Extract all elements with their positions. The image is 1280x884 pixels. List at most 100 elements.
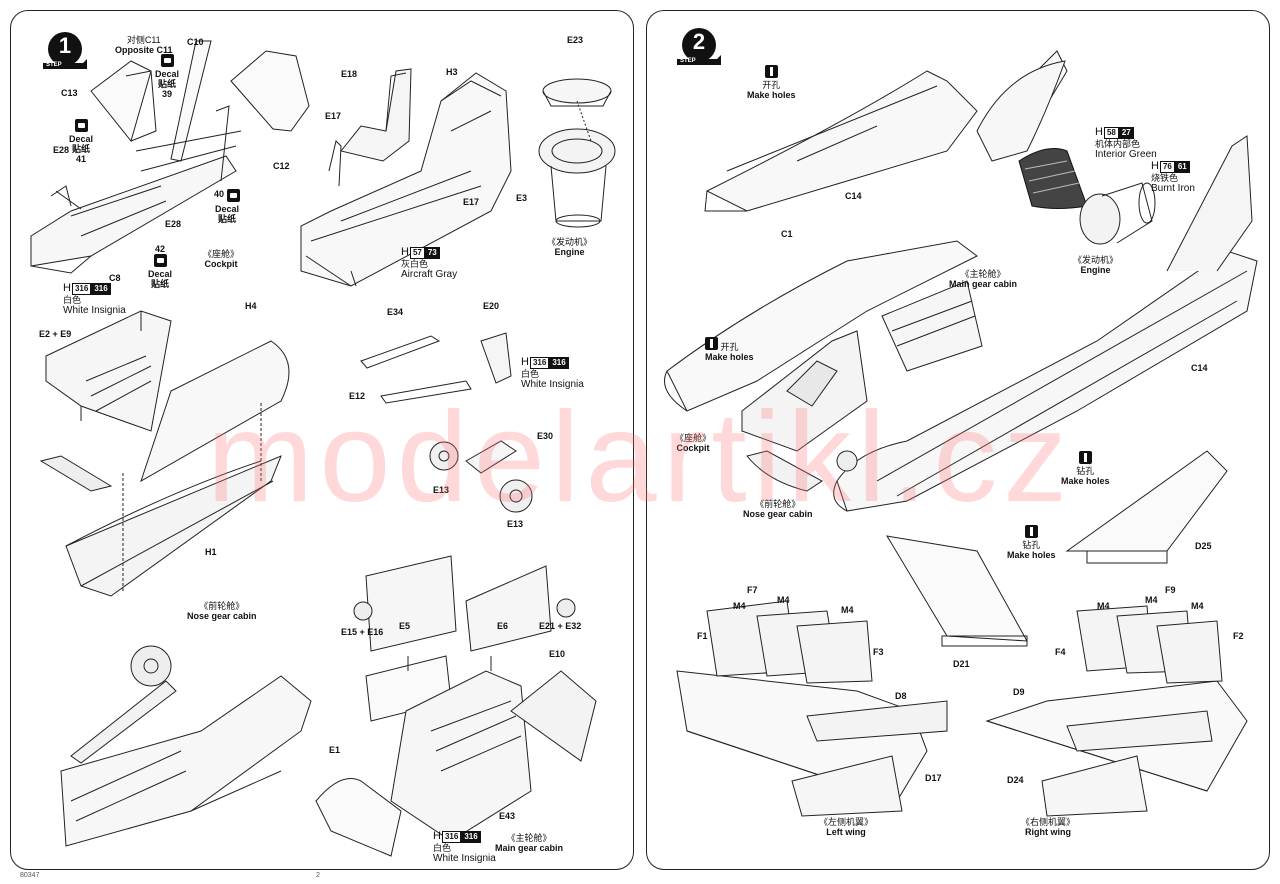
caption-left-wing-cn: 《左侧机翼》 [819,817,874,827]
engine-nozzle-drawing [1079,182,1156,245]
caption-nose-gear: 《前轮舱》Nose gear cabin [187,601,257,621]
part-M4e: M4 [1145,595,1158,605]
caption-cockpit-2-cn: 《座舱》 [675,433,712,443]
caption-right-wing: 《右侧机翼》Right wing [1021,817,1075,837]
caption-right-wing-cn: 《右侧机翼》 [1021,817,1076,827]
paint-en: White Insignia [63,305,126,316]
part-E28b: E28 [165,219,182,229]
caption-nose-gear-2-cn: 《前轮舱》 [755,499,801,509]
paint-en: Burnt Iron [1151,183,1195,194]
caption-engine-en: Engine [554,247,585,257]
decal-41-en: Decal [69,134,94,144]
part-D9: D9 [1013,687,1025,697]
caption-right-wing-en: Right wing [1025,827,1071,837]
interior-green-insert [1018,148,1088,209]
paint-en: White Insignia [521,379,584,390]
caption-engine-2-en: Engine [1080,265,1111,275]
decal-41-num: 41 [76,154,87,164]
caption-main-gear-2: 《主轮舱》Main gear cabin [949,269,1017,289]
part-F2: F2 [1233,631,1244,641]
caption-cockpit-2: 《座舱》Cockpit [675,433,711,453]
part-F7: F7 [747,585,758,595]
part-M4d: M4 [1097,601,1110,611]
caption-main-gear-2-cn: 《主轮舱》 [960,269,1006,279]
paint-code: 316 [441,831,462,843]
part-H3: H3 [446,67,458,77]
drill-icon [764,65,778,78]
step2-badge: 2 STEP [677,25,721,69]
part-E30: E30 [537,431,554,441]
part-D24: D24 [1007,775,1024,785]
decal-icon [160,54,174,67]
drill-icon [1078,451,1092,464]
caption-cockpit-en: Cockpit [204,259,238,269]
decal-icon [153,254,167,267]
part-H1: H1 [205,547,217,557]
part-E21E32: E21 + E32 [539,621,582,631]
decal-39-num: 39 [162,89,173,99]
cockpit-section-drawing [741,280,983,492]
part-H4: H4 [245,301,257,311]
part-C12: C12 [273,161,290,171]
caption-main-gear-en: Main gear cabin [495,843,564,853]
part-C11-cn: 对侧C11 [126,35,161,45]
make-holes-2-cn: 开孔 [720,342,739,352]
paint-alt-code: 316 [549,357,569,369]
caption-engine-cn: 《发动机》 [547,237,593,247]
paint-en: Interior Green [1095,149,1157,160]
paint-alt-code: 73 [424,247,440,259]
part-M4f: M4 [1191,601,1204,611]
part-E17b: E17 [463,197,480,207]
part-E12: E12 [349,391,366,401]
caption-left-wing: 《左侧机翼》Left wing [819,817,873,837]
paint-en: Aircraft Gray [401,269,458,280]
part-E6: E6 [497,621,509,631]
make-holes-1-cn: 开孔 [762,80,781,90]
caption-left-wing-en: Left wing [826,827,866,837]
drill-icon [1024,525,1038,538]
decal-40-num: 40 [214,189,225,199]
part-M4a: M4 [733,601,746,611]
decal-41-cn: 贴纸 [72,144,91,154]
make-holes-1-en: Make holes [747,90,796,100]
decal-icon [227,189,241,202]
part-E13b: E13 [507,519,524,529]
footer-code: 80347 [20,872,40,879]
part-E15E16: E15 + E16 [341,627,384,637]
caption-engine: 《发动机》Engine [547,237,592,257]
decal-40-en: Decal [214,204,240,214]
paint-h-letter: H [401,246,409,258]
part-E3: E3 [516,193,528,203]
step2-label: STEP [680,58,696,64]
paint-cn: 白色 [63,295,82,305]
paint-cn: 白色 [433,843,452,853]
caption-main-gear-2-en: Main gear cabin [949,279,1018,289]
part-E28a: E28 [53,145,70,155]
part-F3: F3 [873,647,884,657]
make-holes-4-cn: 钻孔 [1022,540,1041,550]
paint-h-letter: H [1151,160,1159,172]
part-F4: F4 [1055,647,1066,657]
paint-alt-code: 27 [1118,127,1134,139]
part-D8: D8 [895,691,907,701]
paint-h-letter: H [63,282,71,294]
step2-drawing [664,50,1258,817]
paint-code: 316 [529,357,550,369]
drill-icon [705,337,718,350]
left-wing-drawing [676,600,948,817]
paint-cn: 机体内部色 [1095,139,1141,149]
decal-42-en: Decal [148,269,173,279]
decal-42-cn: 贴纸 [151,279,170,289]
paint-code: 57 [409,247,425,259]
caption-nose-gear-en: Nose gear cabin [187,611,257,621]
fuselage-main-drawing [664,135,1258,512]
paint-alt-code: 316 [91,283,111,295]
part-F1: F1 [697,631,708,641]
right-wing-drawing [985,605,1248,817]
paint-code: 58 [1103,127,1119,139]
part-C1: C1 [781,229,793,239]
